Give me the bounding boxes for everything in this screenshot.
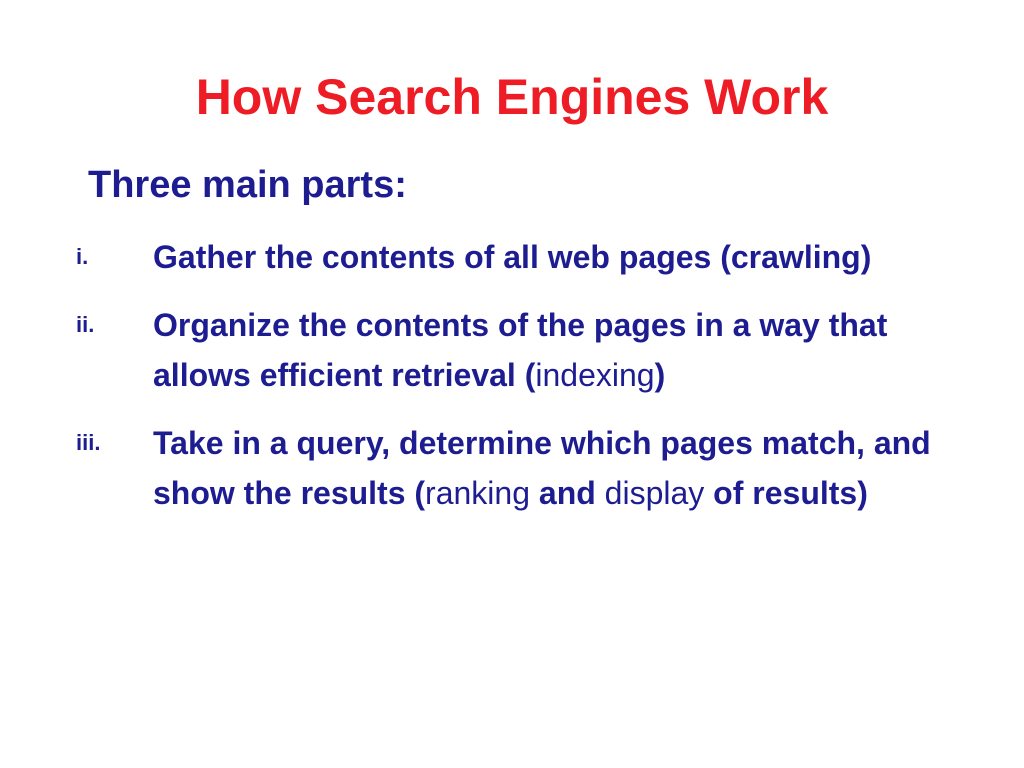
list-marker: iii. xyxy=(76,430,101,455)
term-indexing: indexing xyxy=(535,357,655,393)
list-marker: i. xyxy=(76,244,89,269)
list-item-text-end: of results) xyxy=(704,475,868,511)
list-item-crawling: i. Gather the contents of all web pages … xyxy=(76,232,976,282)
term-ranking: ranking xyxy=(425,475,530,511)
list-item-text-mid: and xyxy=(530,475,605,511)
list-item-text: Organize the contents of the pages in a … xyxy=(153,307,888,393)
term-display: display xyxy=(604,475,705,511)
list-item-indexing: ii. Organize the contents of the pages i… xyxy=(76,300,976,400)
list-item-text-end: ) xyxy=(654,357,666,393)
list-item-text: Take in a query, determine which pages m… xyxy=(153,425,931,511)
slide-title: How Search Engines Work xyxy=(195,69,829,125)
list-item-text: Gather the contents of all web pages (cr… xyxy=(153,239,872,275)
list-item-ranking: iii. Take in a query, determine which pa… xyxy=(76,418,976,518)
list-marker: ii. xyxy=(76,312,95,337)
slide-subtitle: Three main parts: xyxy=(88,164,407,206)
parts-list: i. Gather the contents of all web pages … xyxy=(76,232,976,536)
